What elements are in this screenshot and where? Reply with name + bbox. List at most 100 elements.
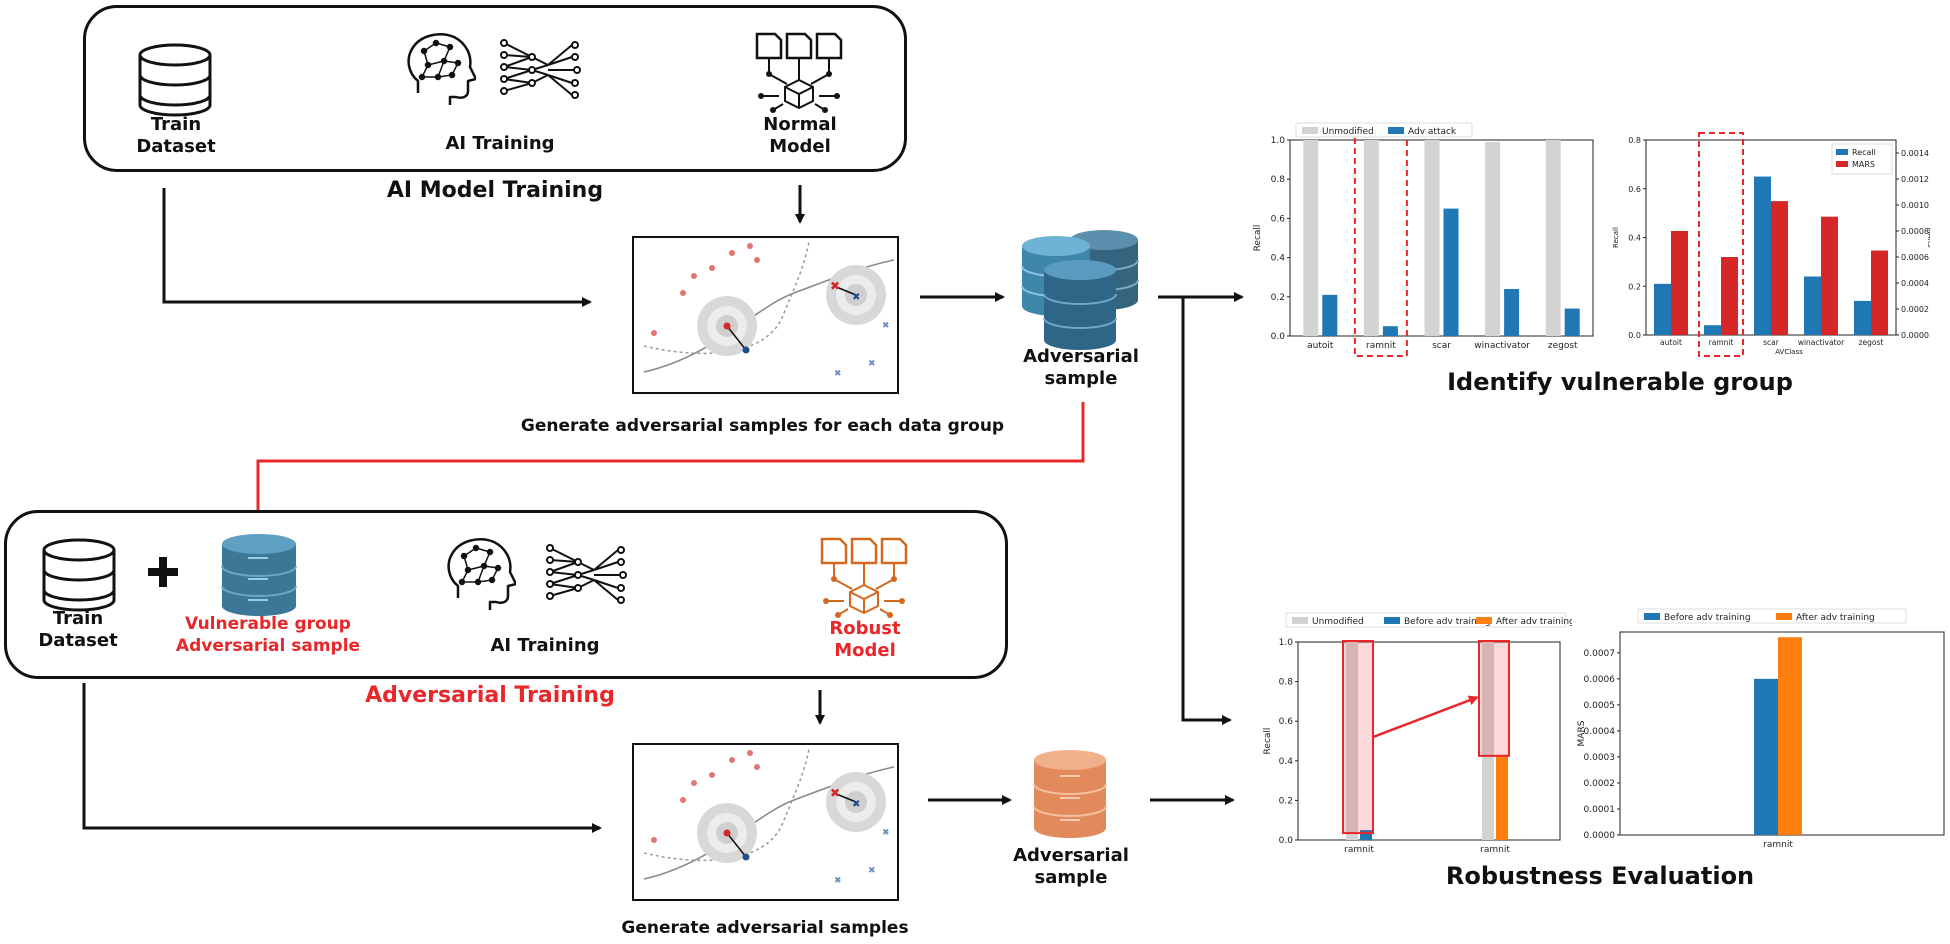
- database-icon: [42, 538, 116, 612]
- legend-label: Adv attack: [1408, 127, 1457, 137]
- bar-adv-attack: [1564, 308, 1580, 336]
- y-tick-label: 0.2: [1279, 796, 1293, 806]
- neural-network-icon: [500, 39, 581, 99]
- x-tick-label: zegost: [1548, 341, 1578, 351]
- after-highlight-box: [1478, 640, 1510, 757]
- y-tick-label: 0.0: [1271, 332, 1286, 342]
- legend-label: After adv training: [1496, 617, 1572, 627]
- y-tick-label: 0.0: [1279, 836, 1294, 846]
- svg-text:✖: ✖: [834, 876, 842, 886]
- improvement-arrow: [1372, 695, 1479, 739]
- svg-text:✖: ✖: [882, 321, 890, 331]
- generate-each-group-label: Generate adversarial samples for each da…: [520, 416, 1005, 436]
- adversarial-sample-database-orange: [1033, 750, 1107, 838]
- y2-axis-label: MARS: [1926, 227, 1930, 248]
- bar-recall: [1754, 176, 1771, 335]
- ai-training-label-bottom: AI Training: [490, 635, 600, 656]
- legend-frame: [1295, 122, 1473, 138]
- ai-model-training-title: AI Model Training: [386, 178, 604, 203]
- x-tick-label: ramnit: [1480, 845, 1510, 855]
- before-highlight-box: [1342, 640, 1374, 835]
- adversarial-training-title: Adversarial Training: [365, 683, 615, 708]
- x-tick-label: ramnit: [1366, 341, 1396, 351]
- bar-unmodified: [1303, 140, 1319, 336]
- generate-samples-label: Generate adversarial samples: [621, 918, 909, 938]
- bar-adv-attack: [1382, 326, 1398, 336]
- bar-mars: [1871, 250, 1888, 335]
- y-tick-label: 0.0001: [1584, 805, 1616, 815]
- x-tick-label: scar: [1432, 341, 1451, 351]
- x-tick-label: ramnit: [1344, 845, 1374, 855]
- y2-tick-label: 0.0014: [1901, 149, 1929, 158]
- bar-before-adv-training: [1754, 678, 1778, 835]
- x-tick-label: winactivator: [1474, 341, 1530, 351]
- bar-adv-attack: [1504, 288, 1520, 336]
- y2-tick-label: 0.0006: [1901, 253, 1929, 262]
- bar-unmodified: [1346, 642, 1358, 840]
- plot-frame: [1289, 139, 1594, 337]
- bar-mars: [1721, 257, 1738, 335]
- y-tick-label: 0.4: [1628, 234, 1641, 243]
- bar-after-adv-training: [1778, 637, 1802, 835]
- y-tick-label: 0.2: [1628, 282, 1641, 291]
- bar-adv-attack: [1322, 294, 1338, 336]
- y-tick-label: 0.8: [1628, 136, 1641, 145]
- y-tick-label: 0.8: [1271, 175, 1286, 185]
- y-tick-label: 0.0: [1628, 331, 1641, 340]
- identify-vulnerable-title: Identify vulnerable group: [1447, 368, 1793, 396]
- brain-icon: [407, 33, 476, 105]
- y-tick-label: 0.0000: [1584, 831, 1616, 841]
- bar-adv-attack: [1443, 208, 1459, 336]
- legend-label: After adv training: [1796, 613, 1875, 623]
- svg-text:✖: ✖: [882, 828, 890, 838]
- ai-training-label-top: AI Training: [445, 133, 555, 154]
- svg-text:✖: ✖: [830, 786, 840, 800]
- bar-unmodified: [1482, 642, 1494, 840]
- y-tick-label: 0.4: [1271, 254, 1286, 264]
- legend-swatch: [1302, 127, 1318, 134]
- legend-label: Unmodified: [1312, 617, 1364, 627]
- y-tick-label: 0.2: [1271, 293, 1285, 303]
- robustness-evaluation-title: Robustness Evaluation: [1445, 862, 1755, 890]
- legend-label: Before adv training: [1404, 617, 1491, 627]
- arrow-dataset-to-generate: [162, 188, 592, 307]
- robust-model-icon: [820, 537, 908, 618]
- x-axis-label: AVClass: [1775, 348, 1803, 356]
- legend-swatch: [1836, 149, 1848, 155]
- legend-label: Unmodified: [1322, 127, 1374, 137]
- legend-swatch: [1836, 161, 1848, 167]
- bar-unmodified: [1545, 140, 1561, 336]
- y-tick-label: 0.0003: [1584, 753, 1616, 763]
- arrow-dataset-to-generate-bottom: [82, 683, 602, 833]
- y-tick-label: 0.6: [1279, 717, 1294, 727]
- y-tick-label: 0.0006: [1584, 675, 1616, 685]
- vulnerable-database-icon: [221, 534, 297, 616]
- adversarial-generation-panel-bottom: ✖ ✖ ✖ ✖ ✖: [632, 743, 899, 901]
- bar-unmodified: [1485, 141, 1501, 336]
- y2-tick-label: 0.0008: [1901, 227, 1929, 236]
- database-icon: [138, 43, 212, 117]
- decision-boundary-plot: ✖ ✖ ✖ ✖ ✖: [643, 241, 895, 379]
- svg-text:✖: ✖: [834, 369, 842, 379]
- y2-tick-label: 0.0002: [1901, 305, 1929, 314]
- brain-icon: [447, 538, 516, 610]
- vulnerable-highlight-box: [1698, 132, 1744, 357]
- bar-unmodified: [1424, 140, 1440, 336]
- x-tick-label: autoit: [1307, 341, 1334, 351]
- legend-swatch: [1476, 617, 1492, 624]
- bar-mars: [1821, 216, 1838, 335]
- y-axis-label: MARS: [1577, 720, 1587, 746]
- svg-text:✖: ✖: [868, 359, 876, 369]
- y2-tick-label: 0.0010: [1901, 201, 1929, 210]
- y-axis-label: Recall: [1263, 728, 1273, 755]
- model-icon: [755, 32, 843, 113]
- legend-frame: [1285, 612, 1567, 628]
